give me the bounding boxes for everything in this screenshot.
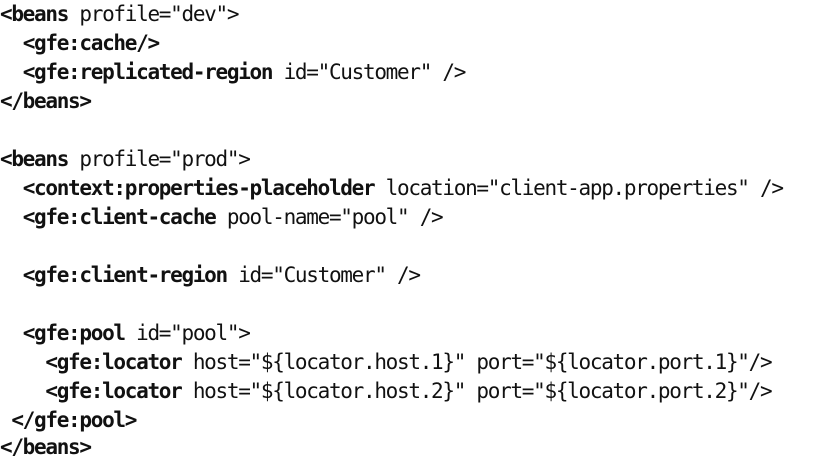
code-tag: <gfe:replicated-region — [22, 60, 274, 84]
code-indent — [0, 321, 23, 345]
code-tag: </beans> — [0, 435, 92, 459]
code-indent — [0, 379, 45, 403]
code-indent — [0, 263, 23, 287]
code-line: <beans profile="prod"> — [0, 145, 251, 174]
code-tag: <gfe:cache/> — [22, 31, 160, 55]
code-attributes: location="client-app.properties" /> — [374, 176, 784, 200]
code-indent — [0, 31, 23, 55]
code-attributes: profile="prod"> — [68, 147, 250, 171]
code-tag: <gfe:locator — [45, 350, 182, 374]
code-line: </gfe:pool> — [0, 406, 137, 435]
code-tag: </gfe:pool> — [11, 408, 137, 432]
code-tag: <gfe:pool — [22, 321, 126, 345]
code-attributes: pool-name="pool" /> — [215, 205, 444, 229]
code-tag: <gfe:client-cache — [22, 205, 217, 229]
code-line: <gfe:replicated-region id="Customer" /> — [0, 58, 467, 87]
code-line: <context:properties-placeholder location… — [0, 174, 784, 203]
code-line: </beans> — [0, 433, 92, 462]
code-attributes: id="Customer" /> — [226, 263, 421, 287]
code-tag: <beans — [0, 2, 69, 26]
code-line: <beans profile="dev"> — [0, 0, 240, 29]
code-line: <gfe:client-cache pool-name="pool" /> — [0, 203, 444, 232]
code-line: <gfe:pool id="pool"> — [0, 319, 251, 348]
code-attributes: host="${locator.host.2}" port="${locator… — [181, 379, 773, 403]
code-line: </beans> — [0, 87, 92, 116]
code-tag: </beans> — [0, 89, 92, 113]
code-tag: <gfe:locator — [45, 379, 182, 403]
code-attributes: id="pool"> — [124, 321, 251, 345]
code-tag: <context:properties-placeholder — [22, 176, 376, 200]
code-tag: <beans — [0, 147, 69, 171]
code-indent — [0, 176, 23, 200]
code-line: <gfe:cache/> — [0, 29, 160, 58]
code-attributes: profile="dev"> — [68, 2, 239, 26]
code-indent — [0, 408, 11, 432]
code-attributes: host="${locator.host.1}" port="${locator… — [181, 350, 773, 374]
code-tag: <gfe:client-region — [22, 263, 228, 287]
code-indent — [0, 205, 23, 229]
code-indent — [0, 350, 45, 374]
code-line: <gfe:locator host="${locator.host.2}" po… — [0, 377, 773, 406]
code-line: <gfe:locator host="${locator.host.1}" po… — [0, 348, 773, 377]
code-line: <gfe:client-region id="Customer" /> — [0, 261, 421, 290]
code-attributes: id="Customer" /> — [272, 60, 467, 84]
code-indent — [0, 60, 23, 84]
